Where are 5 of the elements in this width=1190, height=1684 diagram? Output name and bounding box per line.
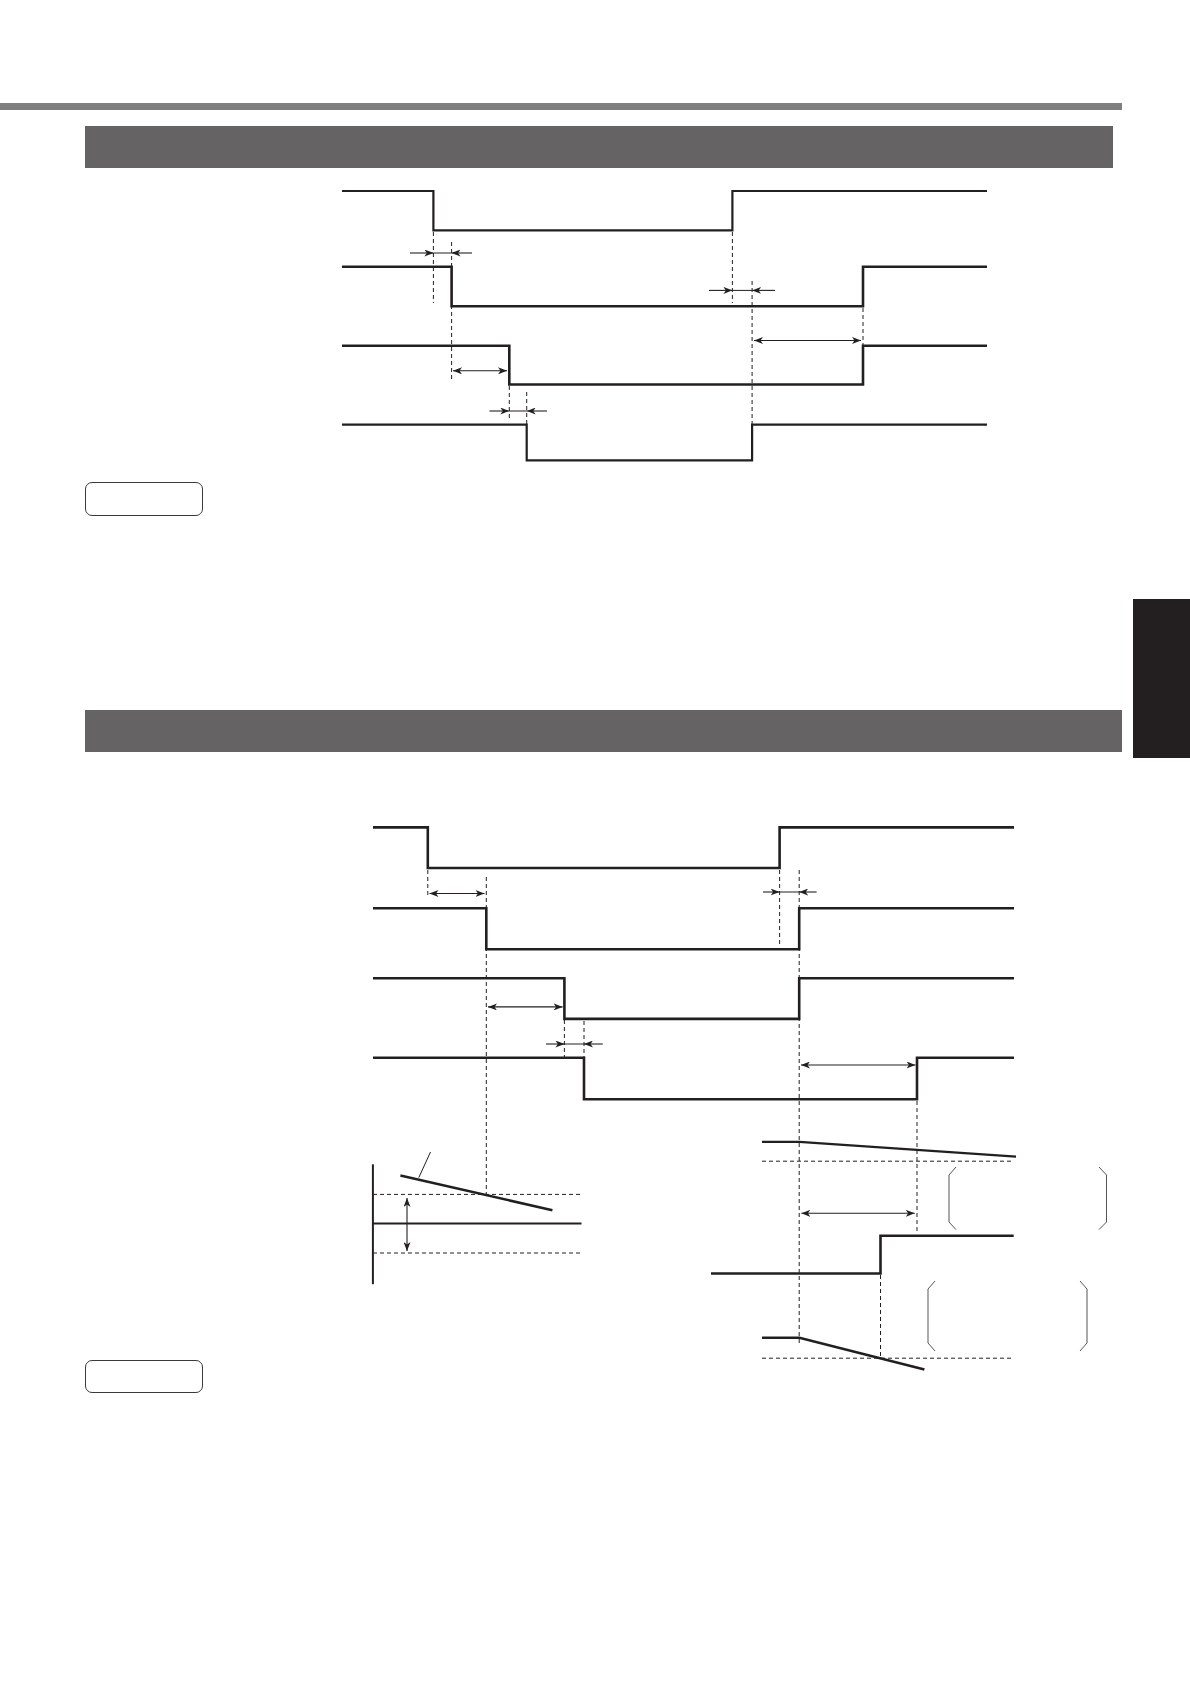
thumb-index-tab (1133, 599, 1190, 758)
section-header-bar (85, 710, 1122, 752)
section-header-bar (85, 126, 1113, 168)
note-box (85, 482, 203, 516)
note-box (85, 1360, 203, 1393)
